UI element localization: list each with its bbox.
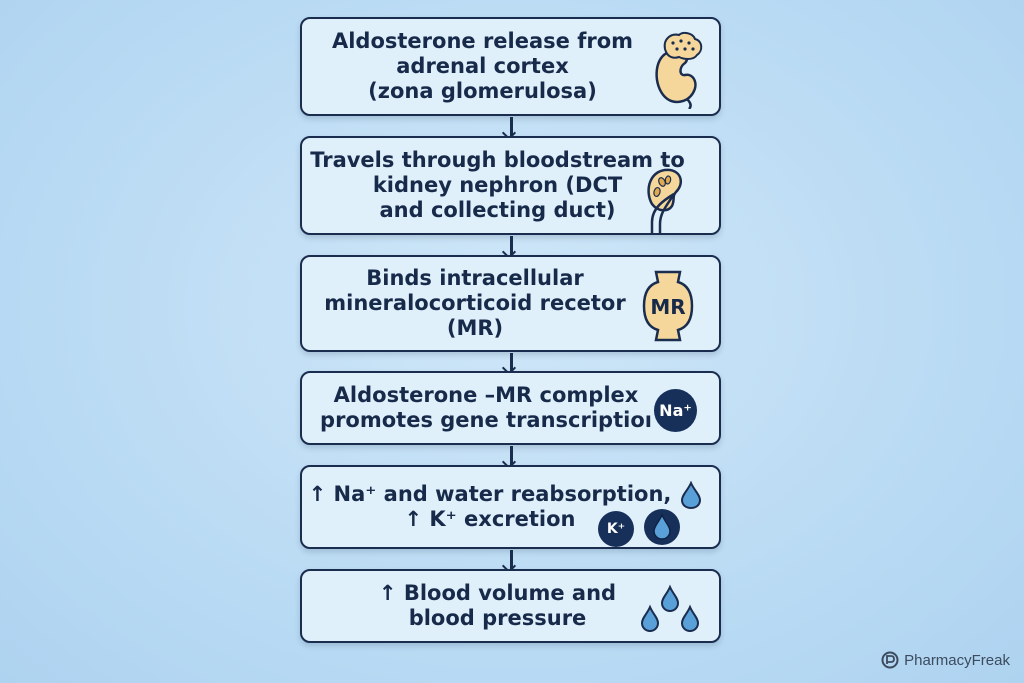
step-4-line-2: promotes gene transcriptioı <box>320 408 652 432</box>
step-3-line-2: mineralocorticoid recetor <box>324 291 626 315</box>
arrow-2 <box>510 236 513 255</box>
step-4-box: Aldosterone –MR complex promotes gene tr… <box>300 371 721 445</box>
step-2-line-2: kidney nephron (DCT <box>372 173 623 197</box>
receptor-label: MR <box>650 295 685 319</box>
arrow-4 <box>510 446 513 465</box>
step-1-line-3: (zona glomerulosa) <box>368 79 597 103</box>
step-1-text: Aldosterone release from adrenal cortex … <box>310 19 655 114</box>
step-3-line-3: (MR) <box>446 316 504 340</box>
receptor-icon: MR <box>642 270 694 342</box>
step-2-text: Travels through bloodstream to kidney ne… <box>310 138 685 233</box>
step-5-line-2: ↑ K⁺ excretion <box>404 507 576 531</box>
watermark: PharmacyFreak <box>881 651 1010 669</box>
step-6-text: ↑ Blood volume and blood pressure <box>310 571 685 641</box>
step-4-text: Aldosterone –MR complex promotes gene tr… <box>316 373 656 443</box>
water-drops-icon <box>640 584 700 633</box>
step-6-box: ↑ Blood volume and blood pressure <box>300 569 721 643</box>
step-3-line-1: Binds intracellular <box>366 266 584 290</box>
step-1-line-2: adrenal cortex <box>396 54 569 78</box>
step-1-line-1: Aldosterone release from <box>331 29 634 53</box>
step-2-line-3: and collecting duct) <box>379 198 616 222</box>
potassium-badge-icon: K⁺ <box>598 511 634 547</box>
step-2-box: Travels through bloodstream to kidney ne… <box>300 136 721 235</box>
water-drop-badge-icon <box>644 509 680 545</box>
step-2-line-1: Travels through bloodstream to <box>310 148 685 172</box>
step-5-box: ↑ Na⁺ and water reabsorption, ↑ K⁺ excre… <box>300 465 721 549</box>
step-3-box: Binds intracellular mineralocorticoid re… <box>300 255 721 352</box>
sodium-badge-icon: Na⁺ <box>654 389 697 432</box>
step-5-line-1: ↑ Na⁺ and water reabsorption, <box>308 482 672 506</box>
adrenal-gland-icon <box>655 31 703 109</box>
step-6-line-2: blood pressure <box>408 606 587 630</box>
step-1-box: Aldosterone release from adrenal cortex … <box>300 17 721 116</box>
arrow-1 <box>510 117 513 136</box>
step-3-text: Binds intracellular mineralocorticoid re… <box>310 257 640 350</box>
arrow-5 <box>510 550 513 569</box>
water-drop-icon <box>680 481 702 509</box>
step-4-line-1: Aldosterone –MR complex <box>333 383 639 407</box>
watermark-text: PharmacyFreak <box>904 651 1010 669</box>
arrow-3 <box>510 353 513 371</box>
step-6-line-1: ↑ Blood volume and <box>378 581 617 605</box>
kidney-icon <box>647 168 683 233</box>
step-5-text: ↑ Na⁺ and water reabsorption, ↑ K⁺ excre… <box>308 467 672 547</box>
pharmacyfreak-logo-icon <box>881 651 899 669</box>
